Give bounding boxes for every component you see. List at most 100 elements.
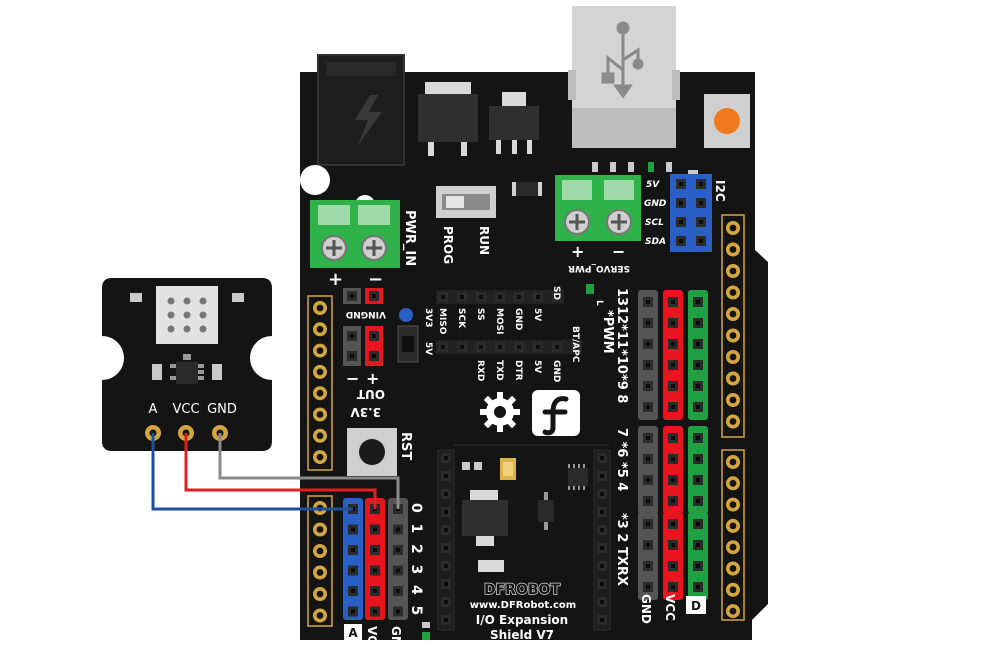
rst-button bbox=[347, 428, 397, 476]
header-pin bbox=[643, 339, 653, 349]
out-3v3-label: 3.3V bbox=[350, 405, 381, 419]
header-pin bbox=[676, 236, 686, 246]
header-pin bbox=[441, 597, 451, 607]
header-pin bbox=[668, 582, 678, 592]
header-pin bbox=[668, 519, 678, 529]
header-pin bbox=[441, 471, 451, 481]
spi-label: 5V bbox=[532, 308, 542, 321]
header-pin bbox=[370, 545, 380, 555]
sensor-pin-label-vcc: VCC bbox=[172, 402, 199, 417]
header-pin bbox=[348, 524, 358, 535]
spi-label: SCK bbox=[456, 308, 466, 329]
gold-pin bbox=[313, 544, 327, 558]
volt-3v3-label: 3V3 bbox=[423, 308, 433, 328]
header-pin bbox=[693, 360, 703, 370]
gas-sensor-chip bbox=[156, 286, 218, 344]
spi-label: GND bbox=[513, 308, 523, 330]
header-pin bbox=[441, 561, 451, 571]
header-pin bbox=[441, 615, 451, 625]
header-pin bbox=[370, 524, 380, 535]
dfrobot-f-logo-icon bbox=[532, 390, 580, 436]
gold-pin bbox=[726, 393, 740, 407]
gold-pin bbox=[726, 476, 740, 491]
header-pin bbox=[693, 582, 703, 592]
header-pin bbox=[643, 433, 653, 443]
header-pin bbox=[668, 339, 678, 349]
header-pin bbox=[393, 586, 403, 596]
servo-plus: + bbox=[571, 242, 584, 261]
expansion-shield: + − PWR_IN PROG RUN + − SERVO_PWR bbox=[300, 6, 768, 656]
spi-label: SS bbox=[475, 308, 485, 321]
gold-pin bbox=[313, 450, 327, 465]
servo-minus: − bbox=[612, 242, 625, 261]
gold-pin bbox=[313, 608, 327, 623]
gold-pin bbox=[726, 242, 740, 257]
svg-text:A: A bbox=[348, 626, 358, 640]
spi-label: MOSI bbox=[494, 308, 504, 334]
header-pin bbox=[571, 342, 581, 352]
header-pin bbox=[348, 545, 358, 555]
brand-website: www.DFRobot.com bbox=[470, 600, 576, 611]
digital-gnd-label: GND bbox=[639, 594, 653, 624]
bt-label: TXD bbox=[494, 360, 504, 381]
model-line2: Shield V7 bbox=[490, 628, 554, 642]
header-pin bbox=[597, 525, 607, 535]
usb-connector bbox=[568, 6, 680, 148]
header-pin bbox=[597, 579, 607, 589]
header-pin bbox=[643, 561, 653, 571]
gear-icon bbox=[480, 392, 520, 432]
header-pin bbox=[643, 297, 653, 307]
header-pin bbox=[597, 507, 607, 517]
gold-pin bbox=[726, 221, 740, 235]
prog-run-switch bbox=[436, 186, 496, 218]
header-pin bbox=[514, 292, 524, 302]
header-pin bbox=[693, 496, 703, 506]
analog-pin-label: 3 bbox=[408, 565, 424, 575]
header-pin bbox=[393, 545, 403, 555]
wire-signal bbox=[151, 433, 353, 511]
out-minus: − bbox=[346, 369, 359, 388]
bt-label: BT/APC bbox=[570, 326, 580, 363]
pwr-in-plus: + bbox=[328, 269, 343, 290]
gold-pin bbox=[726, 497, 740, 512]
volt-5v-label: 5V bbox=[423, 342, 433, 355]
digital-group1-label: 1312*11*10*9 8 bbox=[614, 288, 629, 403]
header-pin bbox=[393, 565, 403, 576]
prog-label: PROG bbox=[441, 226, 455, 264]
header-pin bbox=[668, 360, 678, 370]
out-label: OUT bbox=[356, 387, 385, 401]
header-pin bbox=[643, 381, 653, 391]
gold-pin bbox=[313, 301, 327, 315]
header-pin bbox=[693, 318, 703, 328]
gold-pin bbox=[726, 414, 740, 429]
gold-pin bbox=[726, 604, 740, 619]
gold-pin bbox=[313, 565, 327, 580]
header-pin bbox=[441, 525, 451, 535]
header-pin bbox=[668, 496, 678, 506]
header-pin bbox=[693, 402, 703, 412]
sensor-pin-label-a: A bbox=[149, 402, 158, 417]
svg-text:D: D bbox=[691, 599, 701, 613]
header-pin bbox=[393, 606, 403, 617]
i2c-pin-sda: SDA bbox=[645, 237, 666, 247]
gold-pin bbox=[313, 428, 327, 443]
analog-pin-label: 2 bbox=[408, 544, 424, 554]
regulator-large bbox=[418, 82, 478, 156]
analog-pin-label: 5 bbox=[408, 606, 424, 616]
regulator-small bbox=[489, 92, 539, 154]
header-pin bbox=[696, 179, 706, 189]
header-pin bbox=[348, 606, 358, 617]
pwr-in-minus: − bbox=[368, 269, 383, 290]
header-pin bbox=[693, 433, 703, 443]
header-pin bbox=[643, 360, 653, 370]
header-pin bbox=[597, 471, 607, 481]
header-pin bbox=[693, 454, 703, 464]
i2c-pin-gnd: GND bbox=[644, 199, 667, 209]
brand-logo-text: DFROBOT bbox=[484, 582, 560, 598]
header-pin bbox=[696, 236, 706, 246]
sensor-module: A VCC GND bbox=[102, 278, 272, 451]
pwr-in-label: PWR_IN bbox=[402, 210, 417, 266]
wire-ground bbox=[218, 433, 400, 509]
bt-label: RXD bbox=[475, 360, 485, 381]
